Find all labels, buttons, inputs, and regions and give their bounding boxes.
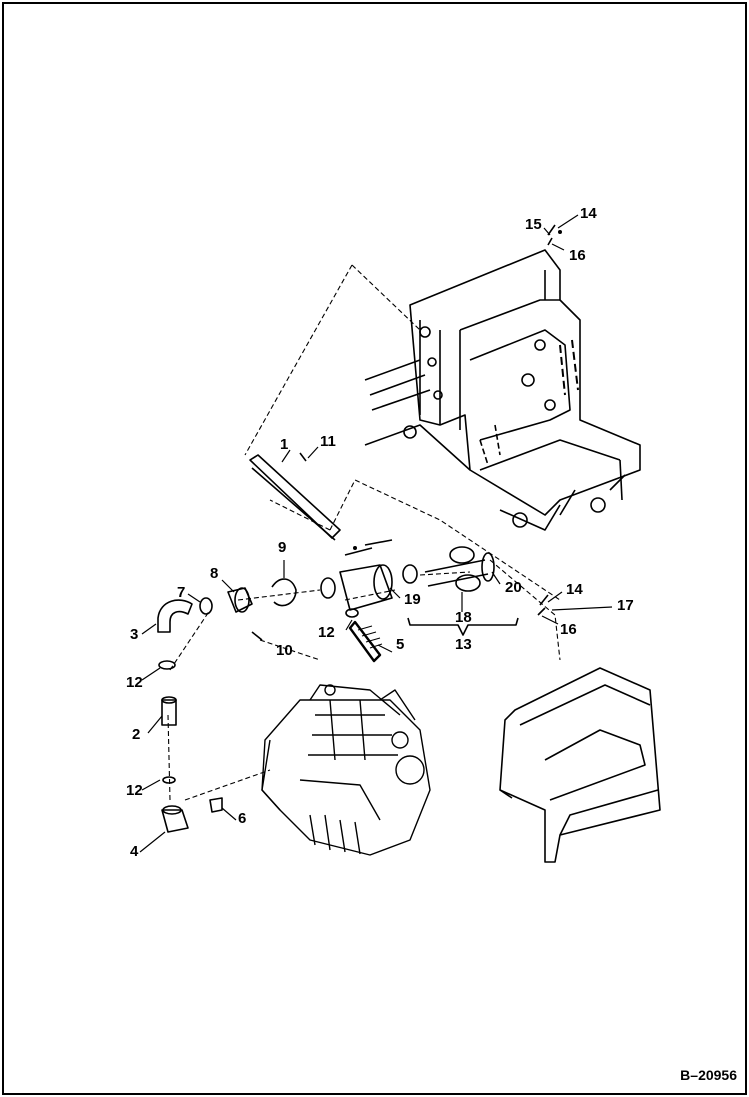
callout-1: 1 [280, 436, 289, 453]
callout-18: 18 [455, 609, 472, 626]
callout-10: 10 [276, 642, 293, 659]
callout-11: 11 [320, 433, 336, 450]
callout-15: 15 [525, 216, 542, 233]
clamps-illustration [199, 578, 297, 641]
callout-20: 20 [505, 579, 522, 596]
hose-illustration [348, 620, 383, 663]
callout-16-top: 16 [569, 247, 586, 264]
assembly-leader-lines [167, 264, 561, 801]
callout-17: 17 [617, 597, 634, 614]
callout-5: 5 [396, 636, 405, 653]
callout-12-upper: 12 [126, 674, 143, 691]
callout-14-right: 14 [566, 581, 583, 598]
callout-2: 2 [132, 726, 141, 743]
tube-illustration [158, 660, 177, 784]
callout-14-top: 14 [580, 205, 597, 222]
callout-7: 7 [177, 584, 186, 601]
callout-9: 9 [278, 539, 287, 556]
callout-leaders [139, 214, 613, 853]
callout-12-middle: 12 [318, 624, 335, 641]
mounting-strap-illustration [249, 452, 341, 541]
callout-6: 6 [238, 810, 247, 827]
callout-13: 13 [455, 636, 472, 653]
callout-16-right: 16 [560, 621, 577, 638]
callout-13-bracket [407, 617, 519, 636]
callout-3: 3 [130, 626, 139, 643]
figure-reference-number: B–20956 [680, 1067, 737, 1083]
mainframe-illustration [364, 249, 641, 531]
elbow-hose-illustration [157, 599, 193, 633]
hardware-illustration [537, 224, 556, 616]
callout-19: 19 [404, 591, 421, 608]
engine-illustration [261, 684, 431, 856]
air-cleaner-illustration [320, 539, 495, 618]
callout-8: 8 [210, 565, 219, 582]
engine-shroud-illustration [499, 667, 661, 863]
lower-elbow-illustration [161, 797, 223, 833]
callout-12-lower: 12 [126, 782, 143, 799]
callout-4: 4 [130, 843, 139, 860]
